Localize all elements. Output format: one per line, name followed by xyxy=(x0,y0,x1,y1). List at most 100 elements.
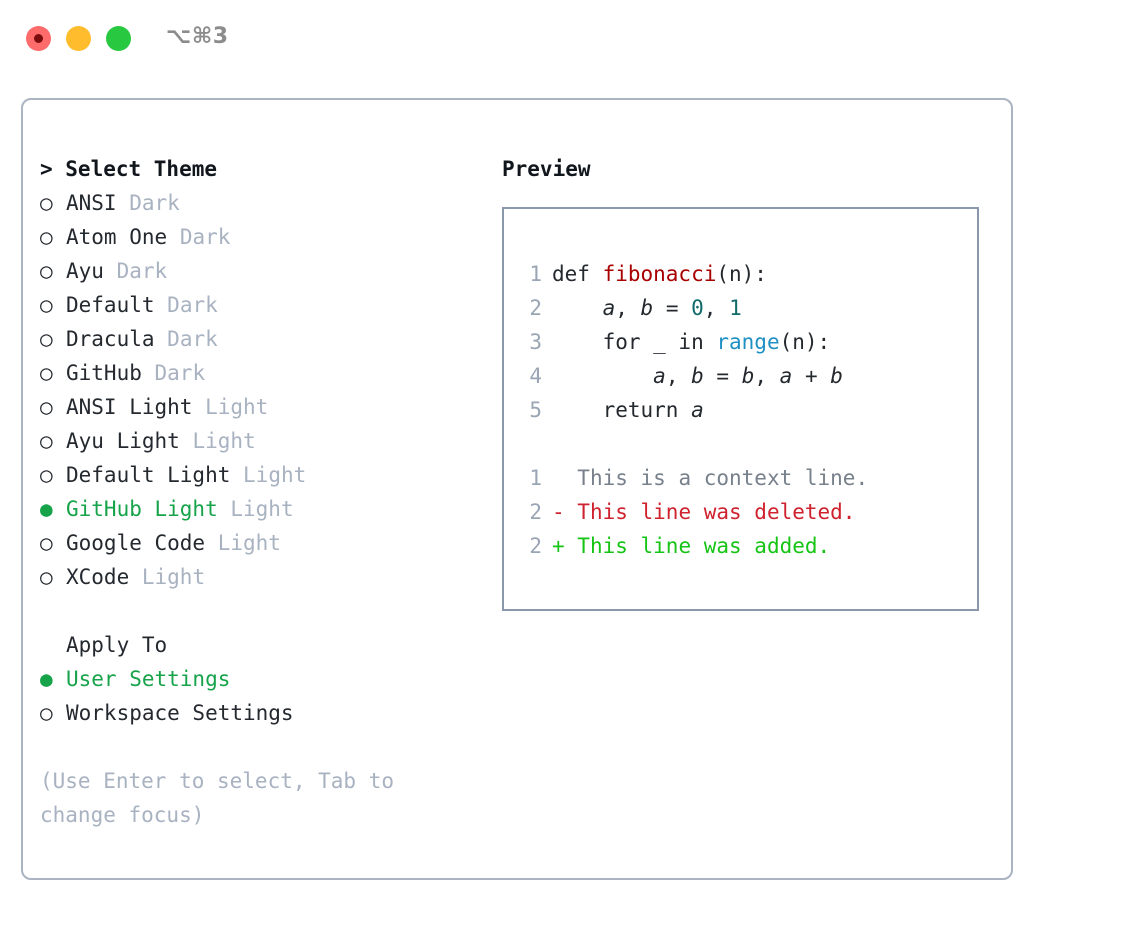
theme-option-label: GitHub Light xyxy=(66,497,218,521)
theme-variant-badge: Light xyxy=(217,531,281,555)
line-number: 1 xyxy=(529,466,542,490)
theme-option-label: ANSI xyxy=(66,191,117,215)
keyboard-shortcut-label: ⌥⌘3 xyxy=(166,24,229,49)
preview-header: Preview xyxy=(502,157,591,181)
radio-unselected-icon: ○ xyxy=(40,361,53,385)
theme-option-label: GitHub xyxy=(66,361,142,385)
theme-option-label: Ayu xyxy=(66,259,104,283)
radio-unselected-icon: ○ xyxy=(40,429,53,453)
code-token-var: a xyxy=(779,364,793,388)
code-token-num: 1 xyxy=(729,296,742,320)
radio-unselected-icon: ○ xyxy=(40,701,53,725)
radio-selected-icon: ● xyxy=(40,497,53,521)
diff-text: This line was deleted. xyxy=(564,500,856,524)
theme-variant-badge: Dark xyxy=(116,259,168,283)
radio-unselected-icon: ○ xyxy=(40,259,53,283)
theme-option-dracula[interactable]: ○Dracula Dark xyxy=(40,322,490,356)
apply-to-header: Apply To xyxy=(66,633,168,657)
theme-variant-badge: Light xyxy=(230,497,294,521)
theme-option-ayu[interactable]: ○ Ayu Dark xyxy=(40,254,490,288)
theme-option-list: ○ANSI Dark○Atom One Dark○Ayu Dark○Defaul… xyxy=(40,186,490,594)
select-theme-header: > Select Theme xyxy=(40,157,218,181)
code-token-plain: = xyxy=(653,296,692,320)
theme-option-google-code[interactable]: ○Google Code Light xyxy=(40,526,490,560)
maximize-button[interactable] xyxy=(106,26,131,51)
diff-sample-block: 1 This is a context line.2- This line wa… xyxy=(516,461,969,563)
theme-option-github-light[interactable]: ● GitHub Light Light xyxy=(40,492,490,526)
theme-variant-badge: Light xyxy=(205,395,269,419)
code-token-plain xyxy=(552,364,653,388)
line-number: 2 xyxy=(529,500,542,524)
apply-spacer xyxy=(40,594,490,628)
theme-option-default-light[interactable]: ○Default Light Light xyxy=(40,458,490,492)
theme-option-github[interactable]: ○GitHub Dark xyxy=(40,356,490,390)
code-token-var: a xyxy=(653,364,666,388)
apply-to-option-label: User Settings xyxy=(66,667,231,691)
theme-option-label: Dracula xyxy=(66,327,155,351)
code-token-var: a xyxy=(602,296,616,320)
line-number: 4 xyxy=(529,364,542,388)
diff-text: This is a context line. xyxy=(564,466,869,490)
theme-variant-badge: Dark xyxy=(167,293,218,317)
theme-option-label: Atom One xyxy=(66,225,168,249)
panel-columns: > Select Theme ○ANSI Dark○Atom One Dark○… xyxy=(23,100,1011,878)
radio-selected-icon: ● xyxy=(40,667,53,691)
apply-to-option-workspace-settings[interactable]: ○Workspace Settings xyxy=(40,696,490,730)
code-token-plain xyxy=(552,296,603,320)
main-panel: > Select Theme ○ANSI Dark○Atom One Dark○… xyxy=(21,98,1013,880)
theme-picker-column: > Select Theme ○ANSI Dark○Atom One Dark○… xyxy=(40,152,490,832)
theme-option-label: Ayu Light xyxy=(66,429,180,453)
minimize-button[interactable] xyxy=(66,26,91,51)
theme-option-atom-one[interactable]: ○Atom One Dark xyxy=(40,220,490,254)
theme-option-ayu-light[interactable]: ○Ayu Light Light xyxy=(40,424,490,458)
code-token-var: a xyxy=(691,398,704,422)
code-token-plain: + xyxy=(792,364,831,388)
code-token-var: b xyxy=(691,364,704,388)
code-token-plain: , xyxy=(754,364,780,388)
theme-option-xcode[interactable]: ○ XCode Light xyxy=(40,560,490,594)
diff-marker: - xyxy=(552,500,565,524)
code-token-plain: , xyxy=(703,296,730,320)
code-token-kw: return xyxy=(552,398,692,422)
code-token-call: range xyxy=(716,330,780,354)
code-token-fn: fibonacci xyxy=(602,262,717,286)
theme-variant-badge: Light xyxy=(243,463,307,487)
title-bar: ⌥⌘3 xyxy=(0,0,1140,78)
code-token-var: b xyxy=(640,296,654,320)
theme-option-label: Default xyxy=(66,293,155,317)
apply-to-option-list: ● User Settings ○Workspace Settings xyxy=(40,662,490,730)
code-token-var: b xyxy=(830,364,843,388)
theme-option-label: Default Light xyxy=(66,463,231,487)
theme-option-ansi[interactable]: ○ ANSI Dark xyxy=(40,186,490,220)
code-line: 3 for _ in range(n): xyxy=(516,325,969,359)
code-token-var: b xyxy=(741,364,755,388)
code-token-plain: , xyxy=(665,364,692,388)
line-number: 3 xyxy=(529,330,542,354)
radio-unselected-icon: ○ xyxy=(40,225,53,249)
code-token-plain: , xyxy=(615,296,641,320)
diff-line-context: 1 This is a context line. xyxy=(516,461,969,495)
radio-unselected-icon: ○ xyxy=(40,191,53,215)
close-button[interactable] xyxy=(26,26,51,51)
diff-line-deleted: 2- This line was deleted. xyxy=(516,495,969,529)
theme-option-label: XCode xyxy=(66,565,130,589)
code-line: 4 a, b = b, a + b xyxy=(516,359,969,393)
line-number: 1 xyxy=(529,262,542,286)
line-number: 5 xyxy=(529,398,542,422)
theme-option-ansi-light[interactable]: ○ ANSI Light Light xyxy=(40,390,490,424)
theme-option-label: ANSI Light xyxy=(66,395,193,419)
code-token-num: 0 xyxy=(691,296,704,320)
radio-unselected-icon: ○ xyxy=(40,531,53,555)
theme-variant-badge: Dark xyxy=(129,191,180,215)
apply-to-option-user-settings[interactable]: ● User Settings xyxy=(40,662,490,696)
theme-option-default[interactable]: ○Default Dark xyxy=(40,288,490,322)
diff-spacer xyxy=(516,427,969,461)
theme-variant-badge: Dark xyxy=(167,327,218,351)
radio-unselected-icon: ○ xyxy=(40,565,53,589)
keyboard-hint-text: (Use Enter to select, Tab to change focu… xyxy=(40,769,395,827)
theme-variant-badge: Light xyxy=(141,565,206,589)
radio-unselected-icon: ○ xyxy=(40,395,53,419)
